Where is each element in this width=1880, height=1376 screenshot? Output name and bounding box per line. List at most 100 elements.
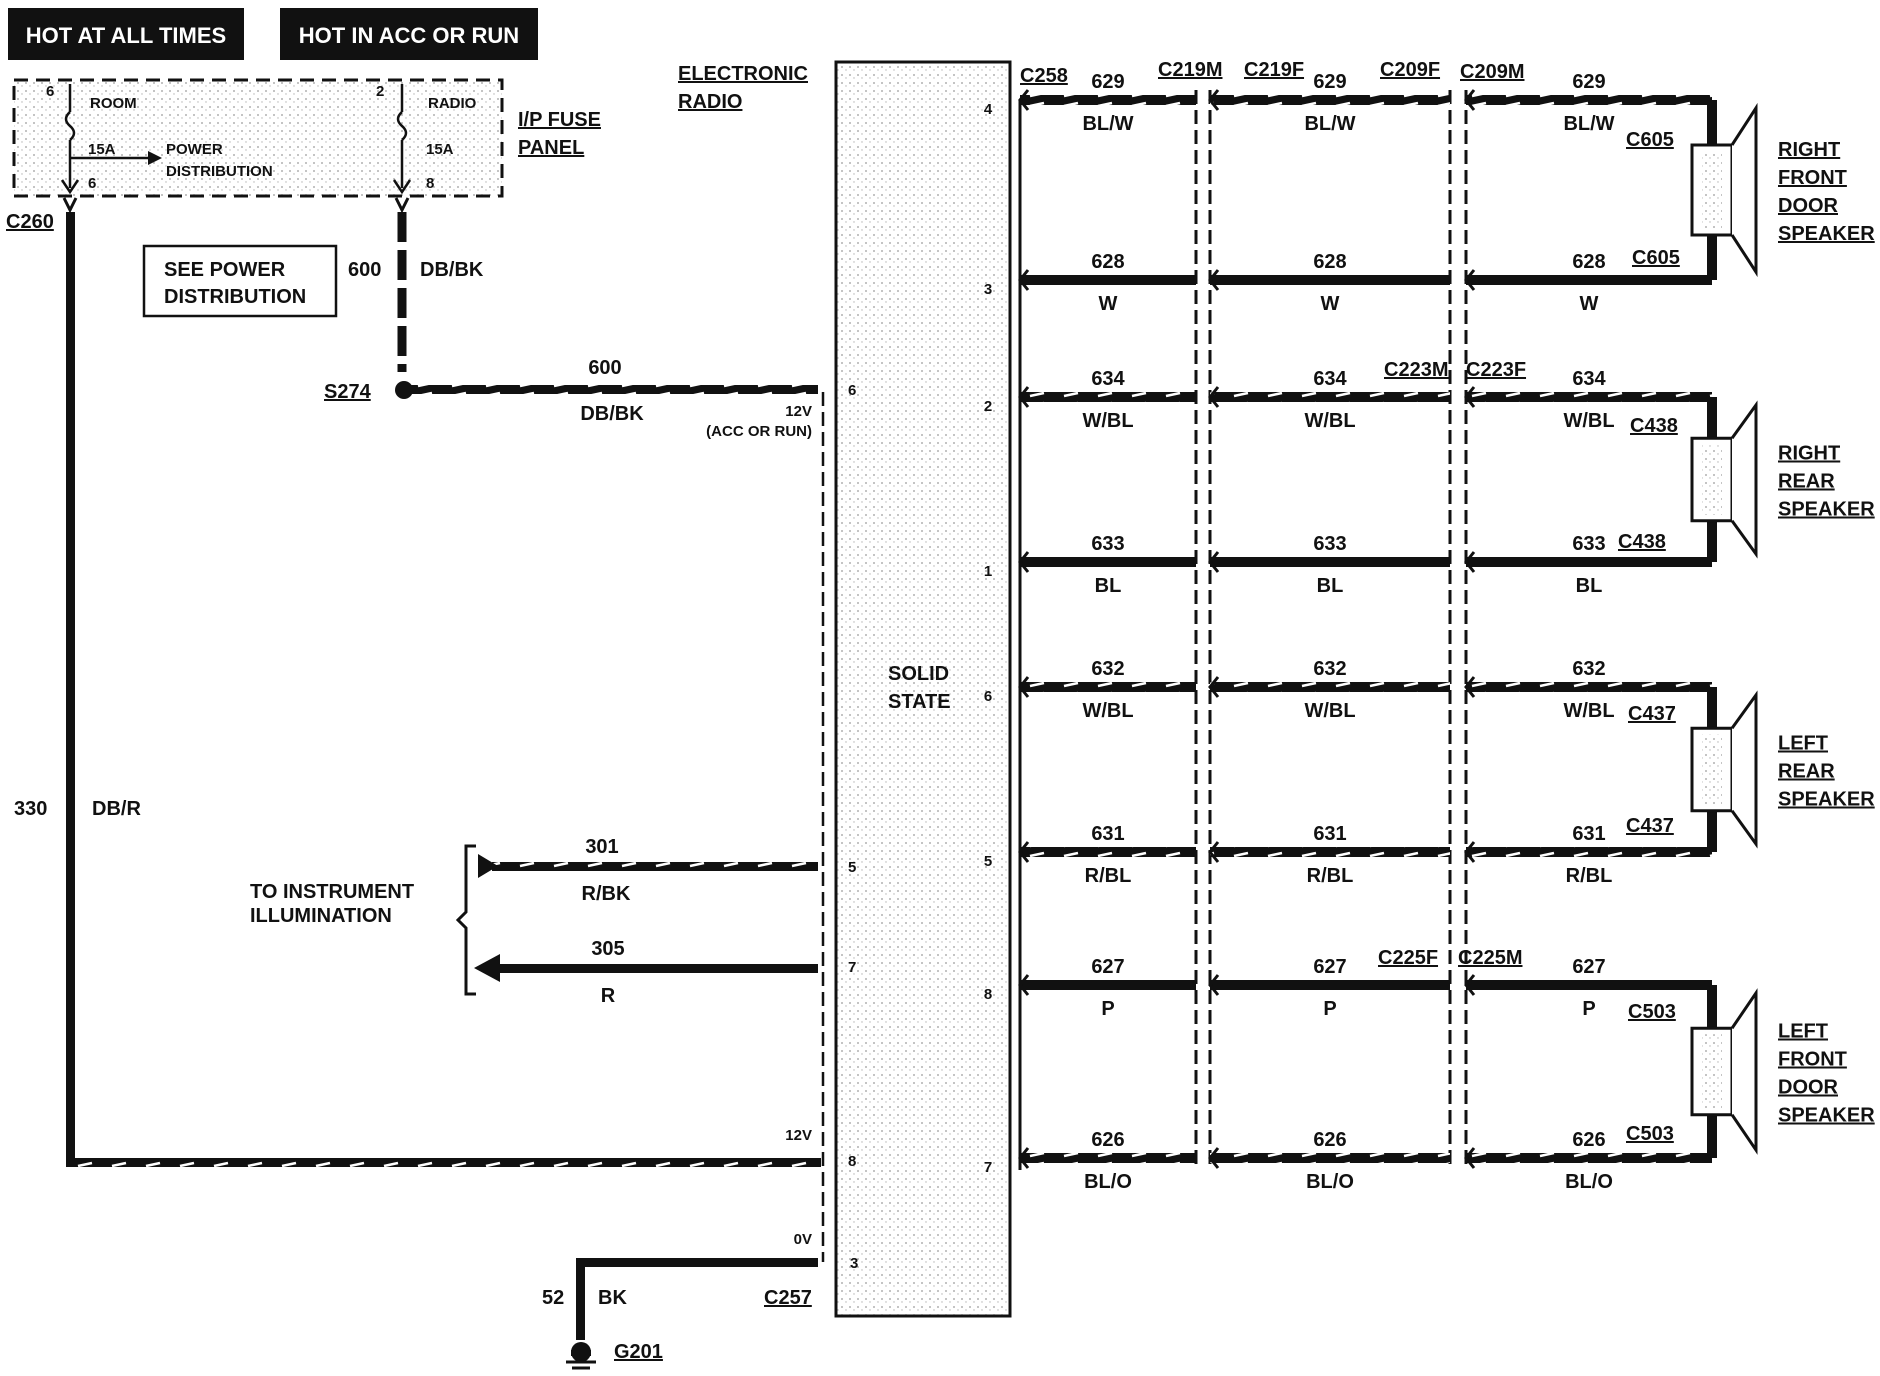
power-distribution-line2: DISTRIBUTION — [166, 163, 273, 180]
speaker-wire-circuit: 626 — [1313, 1129, 1346, 1151]
radio-right-pin: 4 — [984, 101, 993, 118]
speaker-wire-circuit: 634 — [1572, 368, 1606, 390]
fuse-panel-title-line1: I/P FUSE — [518, 109, 601, 131]
wire-305-color: R — [601, 985, 616, 1007]
wire-52-circuit: 52 — [542, 1287, 564, 1309]
speaker-wire-circuit: 631 — [1313, 823, 1346, 845]
fuse-room-pin-bottom: 6 — [88, 175, 96, 192]
connector-c437-bottom: C437 — [1626, 815, 1674, 837]
wire-600-circuit-h: 600 — [588, 357, 621, 379]
speaker-wire-color: BL — [1576, 575, 1603, 597]
wire-600-color-h: DB/BK — [580, 403, 644, 425]
speaker-wire-circuit: 628 — [1091, 251, 1124, 273]
speaker-wire-633 — [1466, 557, 1712, 567]
speaker-wire-circuit: 627 — [1572, 956, 1605, 978]
speaker-wire-color: BL/O — [1306, 1171, 1354, 1193]
speaker-label: LEFT — [1778, 1021, 1828, 1043]
volt-12v: 12V — [785, 1127, 812, 1144]
radio-right-pin: 5 — [984, 853, 992, 870]
speaker-wire-color: W/BL — [1304, 700, 1355, 722]
connector-c219m: C219M — [1158, 59, 1222, 81]
speaker-wire-color: P — [1323, 998, 1336, 1020]
connector-c209f: C209F — [1380, 59, 1440, 81]
connector-c605-top: C605 — [1626, 129, 1674, 151]
fuse-radio-rating: 15A — [426, 141, 454, 158]
speaker-label: FRONT — [1778, 1049, 1847, 1071]
connector-c223f: C223F — [1466, 359, 1526, 381]
ground-g201: G201 — [614, 1341, 663, 1363]
speaker-wire-color: W/BL — [1082, 410, 1133, 432]
speaker-wire-628 — [1020, 275, 1196, 285]
speaker-wire-627 — [1020, 980, 1196, 990]
speaker-wire-color: BL/O — [1084, 1171, 1132, 1193]
radio-solid-line1: SOLID — [888, 663, 949, 685]
speaker-cone-icon — [1730, 102, 1758, 278]
fuse-radio-label: RADIO — [428, 95, 477, 112]
header-hot-at-all-times-text: HOT AT ALL TIMES — [26, 23, 226, 48]
ground-symbol-icon — [566, 1342, 596, 1370]
speaker-wire-628 — [1210, 275, 1450, 285]
radio-right-pin: 1 — [984, 563, 992, 580]
instrument-label-line1: TO INSTRUMENT — [250, 881, 414, 903]
speaker-wire-circuit: 627 — [1091, 956, 1124, 978]
speaker-wire-color: R/BL — [1085, 865, 1132, 887]
speaker-wire-color: BL — [1095, 575, 1122, 597]
speaker-circuits: 629BL/W629BL/W629BL/W4628W628W628W3634W/… — [984, 59, 1875, 1193]
speaker-wire-633 — [1210, 557, 1450, 567]
connector-c437-top: C437 — [1628, 703, 1676, 725]
instrument-label-line2: ILLUMINATION — [250, 905, 392, 927]
speaker-wire-circuit: 632 — [1313, 658, 1346, 680]
speaker-wire-color: W/BL — [1082, 700, 1133, 722]
connector-c503-bottom: C503 — [1626, 1123, 1674, 1145]
speaker-wire-circuit: 629 — [1572, 71, 1605, 93]
wire-52-vertical — [576, 1258, 585, 1340]
speaker-wire-color: R/BL — [1566, 865, 1613, 887]
speaker-wire-color: W — [1321, 293, 1340, 315]
speaker-wire-color: BL/W — [1082, 113, 1133, 135]
speaker-wire-circuit: 628 — [1313, 251, 1346, 273]
connector-c605-bottom: C605 — [1632, 247, 1680, 269]
connector-c438-top: C438 — [1630, 415, 1678, 437]
speaker-cone-icon — [1730, 988, 1758, 1155]
wire-600-color-vertical: DB/BK — [420, 259, 484, 281]
wire-305 — [494, 964, 818, 973]
wire-52-horizontal — [576, 1258, 818, 1267]
fuse-radio-pin-bottom: 8 — [426, 175, 434, 192]
speaker-wire-circuit: 631 — [1572, 823, 1605, 845]
radio-title-line1: ELECTRONIC — [678, 63, 808, 85]
speaker-label: LEFT — [1778, 733, 1828, 755]
connector-c503-top: C503 — [1628, 1001, 1676, 1023]
speaker-label: SPEAKER — [1778, 499, 1875, 521]
speaker-wire-color: BL/O — [1565, 1171, 1613, 1193]
speaker-wire-circuit: 634 — [1313, 368, 1347, 390]
speaker-wire-color: W/BL — [1563, 410, 1614, 432]
speaker-wire-color: W — [1099, 293, 1118, 315]
header-hot-at-all-times: HOT AT ALL TIMES — [8, 8, 244, 60]
speaker-wire-color: BL — [1317, 575, 1344, 597]
fuse-room-label: ROOM — [90, 95, 137, 112]
speaker-wire-circuit: 634 — [1091, 368, 1125, 390]
speaker-wire-circuit: 631 — [1091, 823, 1124, 845]
wire-301-color: R/BK — [582, 883, 631, 905]
speaker-label: FRONT — [1778, 167, 1847, 189]
speaker-wire-color: W/BL — [1304, 410, 1355, 432]
radio-right-pin: 6 — [984, 688, 992, 705]
fuse-panel-title-line2: PANEL — [518, 137, 584, 159]
speaker-label: REAR — [1778, 761, 1835, 783]
fuse-room-pin-top: 6 — [46, 83, 54, 100]
speaker-wire-627 — [1210, 980, 1450, 990]
connector-c260: C260 — [6, 211, 54, 233]
header-hot-in-acc-or-run-text: HOT IN ACC OR RUN — [299, 23, 519, 48]
see-power-line1: SEE POWER — [164, 259, 286, 281]
power-distribution-line1: POWER — [166, 141, 223, 158]
speaker-wire-color: W — [1580, 293, 1599, 315]
radio-right-pin: 2 — [984, 398, 992, 415]
radio-right-pin: 8 — [984, 986, 992, 1003]
speaker-cone-icon — [1730, 400, 1758, 559]
speaker-wire-circuit: 626 — [1572, 1129, 1605, 1151]
speaker-wire-circuit: 633 — [1572, 533, 1605, 555]
speaker-label: DOOR — [1778, 1077, 1839, 1099]
speaker-wire-color: W/BL — [1563, 700, 1614, 722]
wire-330-circuit: 330 — [14, 798, 47, 820]
